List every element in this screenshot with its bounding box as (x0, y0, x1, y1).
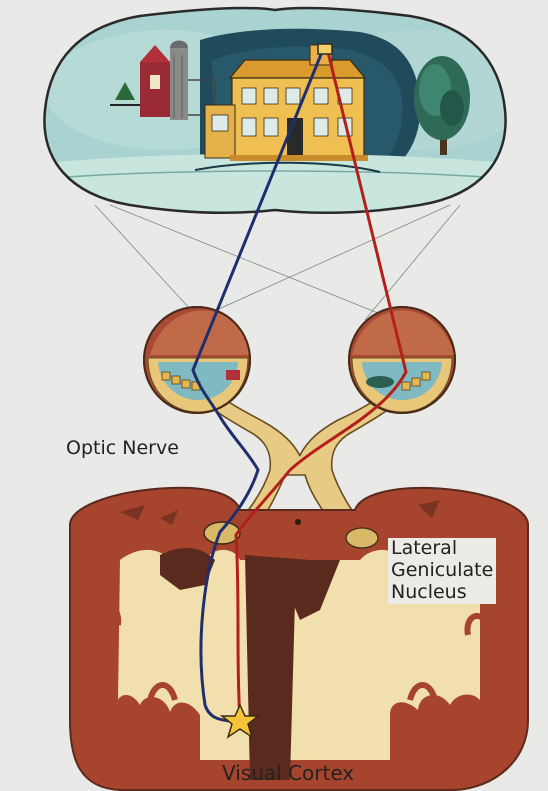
lgn-right (346, 528, 378, 548)
lgn-left (204, 522, 240, 544)
brain-section (60, 480, 540, 791)
lgn-label-line-1: Lateral (391, 538, 493, 560)
optic-nerve-label: Optic Nerve (66, 438, 179, 460)
lgn-label-line-2: Geniculate (391, 560, 493, 582)
lgn-label-line-3: Nucleus (391, 582, 493, 604)
visual-cortex-label: Visual Cortex (222, 762, 354, 785)
projection-lines (95, 205, 460, 322)
focus-point (318, 44, 332, 54)
lgn-label: Lateral Geniculate Nucleus (388, 538, 496, 604)
